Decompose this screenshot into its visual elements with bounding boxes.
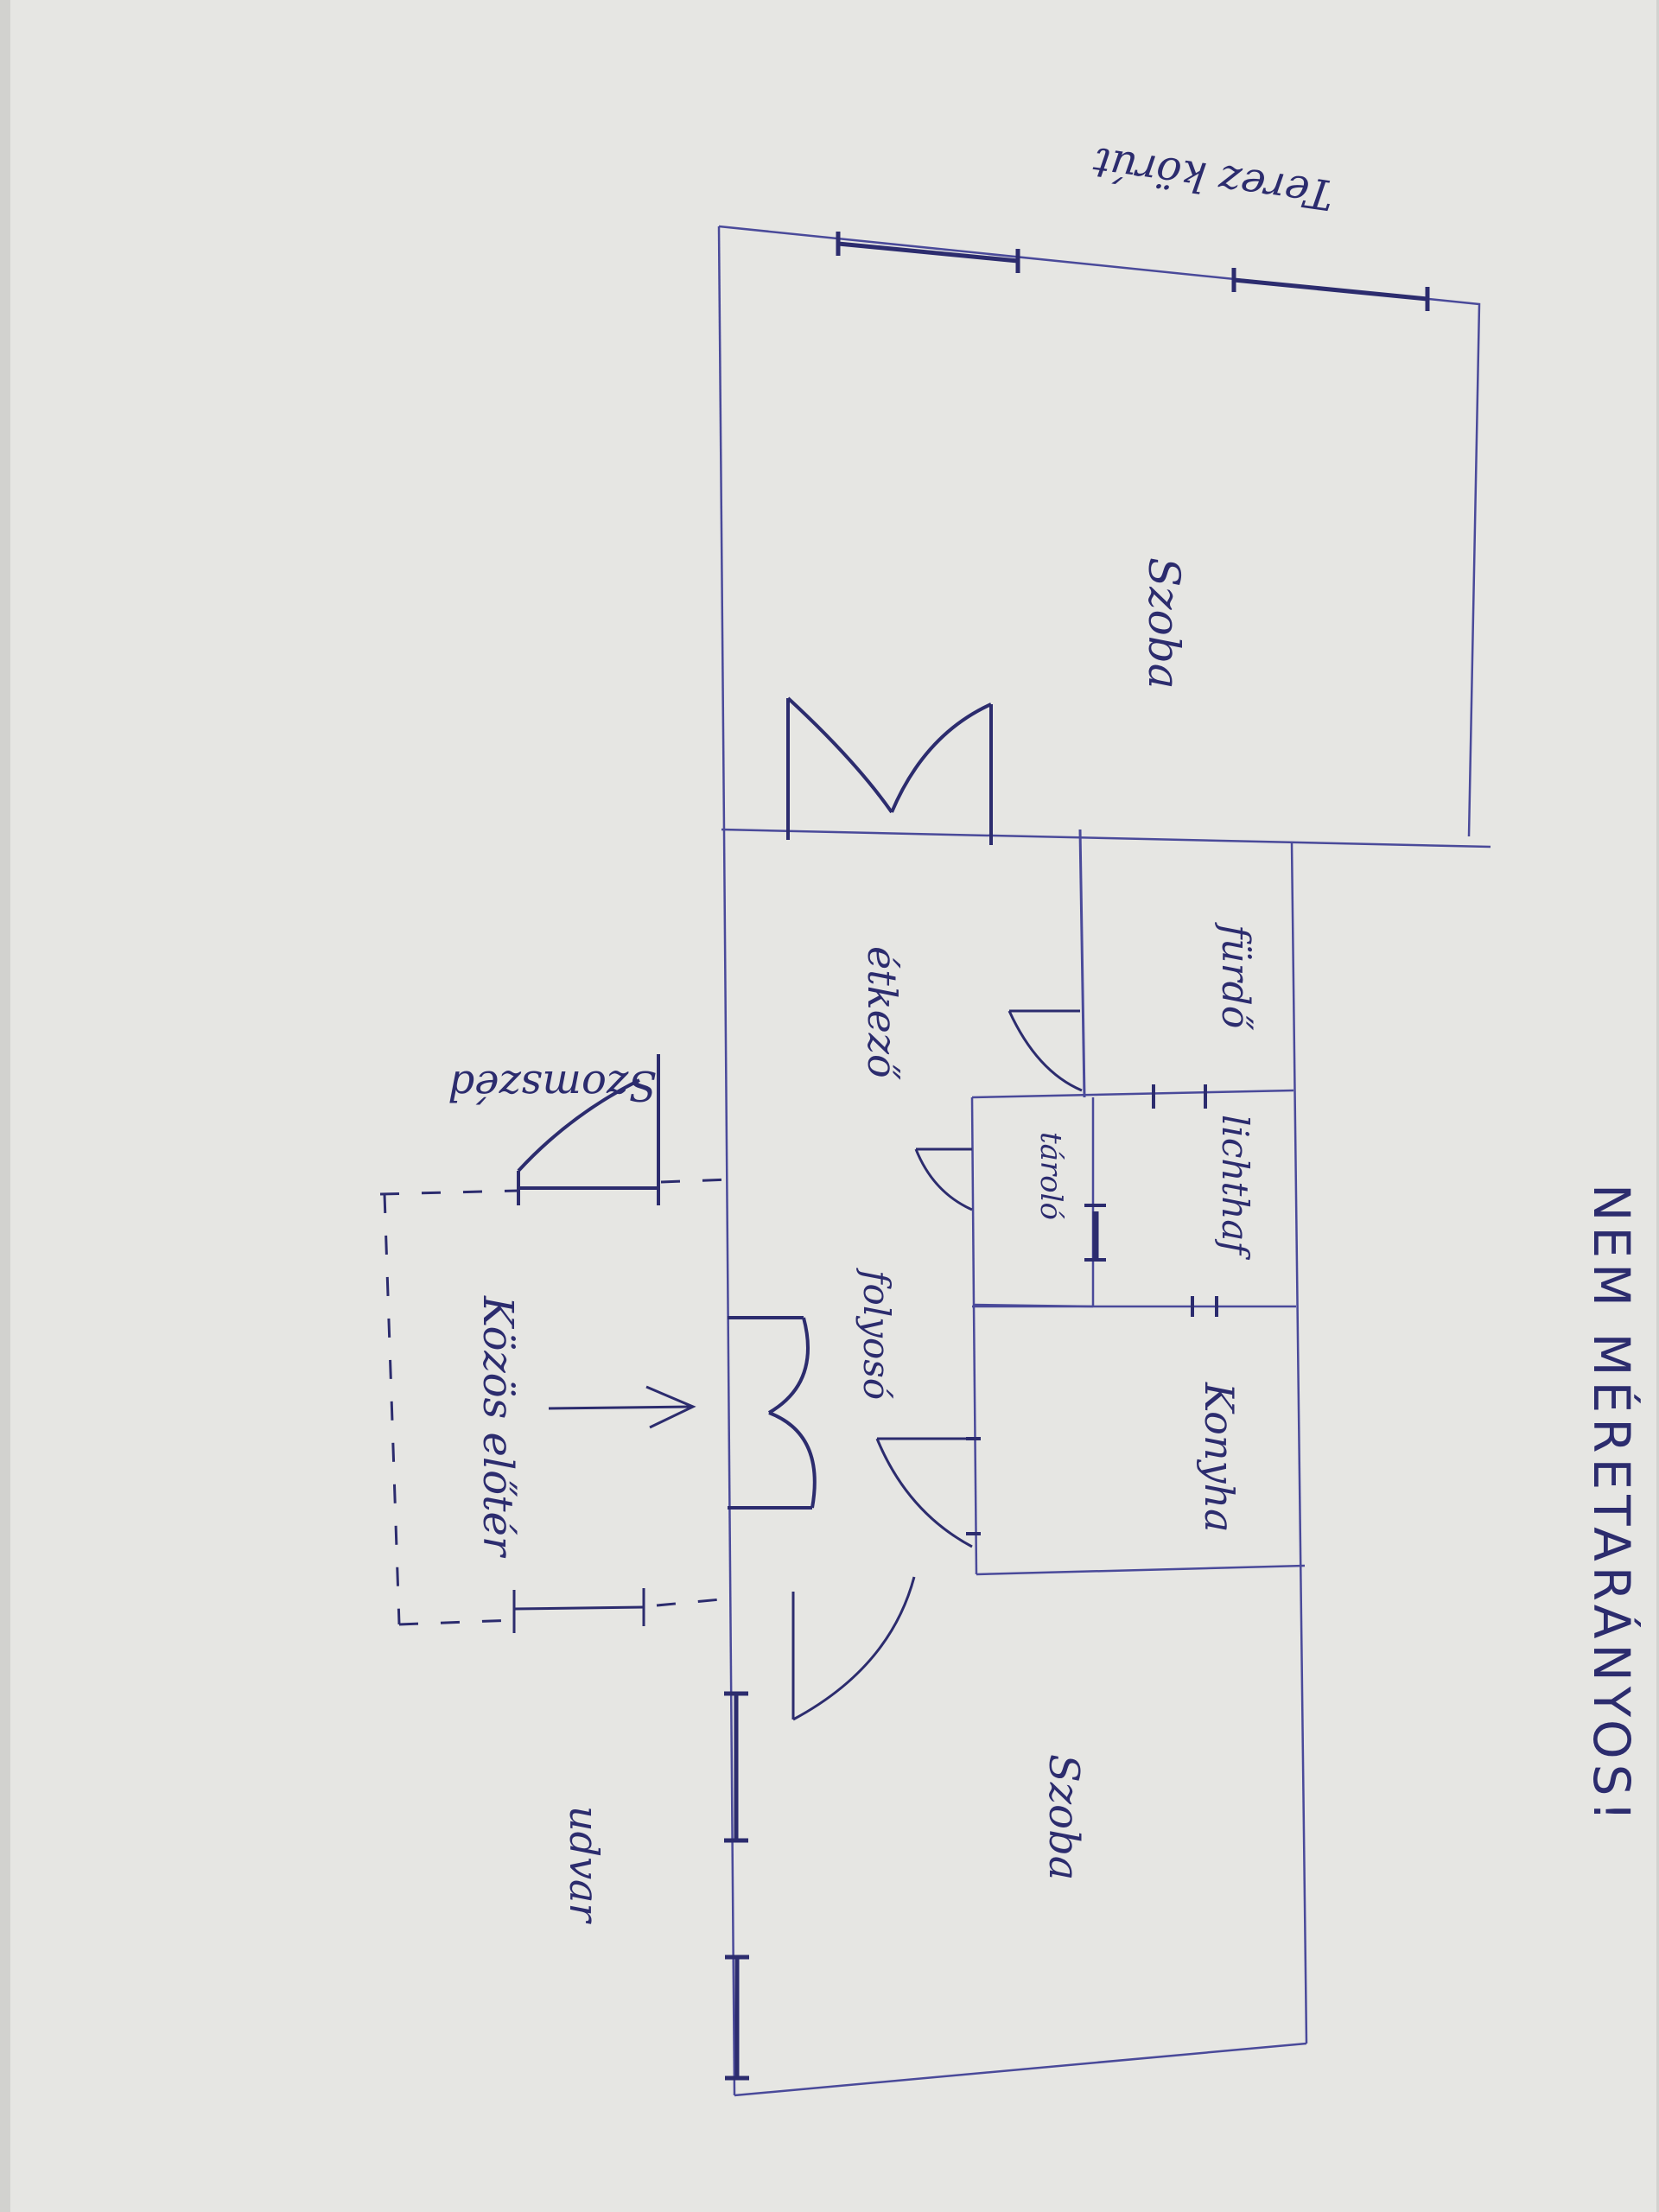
bathroom-label: fürdő [1213, 922, 1257, 1031]
lightwell-label: lichthaf [1214, 1115, 1256, 1260]
kitchen-label: Konyha [1196, 1382, 1243, 1533]
paper-sheet [10, 0, 1656, 2212]
courtyard-label: udvar [561, 1806, 607, 1924]
window-2 [1233, 277, 1428, 302]
bathroom-lightwell-divider [971, 1089, 1294, 1099]
walls [717, 225, 1491, 2097]
shared-hall-door [512, 1588, 645, 1633]
entry-arrow [548, 1385, 696, 1429]
right-inner-wall [1290, 842, 1308, 2044]
neighbor-door [517, 1054, 660, 1205]
storage-left-wall [970, 1096, 976, 1306]
entrance-door [728, 1316, 817, 1510]
top-room-outer-wall [718, 225, 1481, 837]
kitchen-bottom-wall [976, 1564, 1306, 1576]
room-top-label: Szoba [1139, 557, 1189, 690]
bathroom-wall [1078, 829, 1086, 1098]
dining-label: étkező [859, 946, 906, 1080]
doors [791, 1009, 1083, 1721]
bottom-room-door [791, 1576, 916, 1721]
corridor-label: folyosó [855, 1268, 898, 1400]
not-to-scale-note: NEM MÉRETARÁNYOS! [1582, 1184, 1642, 1827]
wall-ticks [966, 1084, 1218, 1535]
windows-bottom [724, 1691, 749, 2081]
bottom-room-wall [734, 2042, 1307, 2097]
left-outer-wall-lower [722, 830, 736, 2096]
window-1 [837, 241, 1019, 264]
windows-top [836, 232, 1430, 311]
neighbor-label: Szomszéd [448, 1061, 657, 1109]
shared-hall-boundary [379, 1178, 731, 1626]
storage-door [914, 1147, 973, 1211]
shared-hall-label: Közös előtér [474, 1295, 522, 1559]
room-bottom-label: Szoba [1039, 1754, 1088, 1880]
kitchen-door [875, 1437, 973, 1548]
double-door-top [786, 696, 993, 845]
left-outer-wall-upper [717, 226, 726, 832]
bathroom-door [1007, 1009, 1083, 1092]
labels: Terez körút Szoba étkező fürdő lichthaf … [448, 137, 1642, 1924]
storage-label: tároló [1033, 1132, 1068, 1220]
divider-top-room [721, 828, 1491, 849]
